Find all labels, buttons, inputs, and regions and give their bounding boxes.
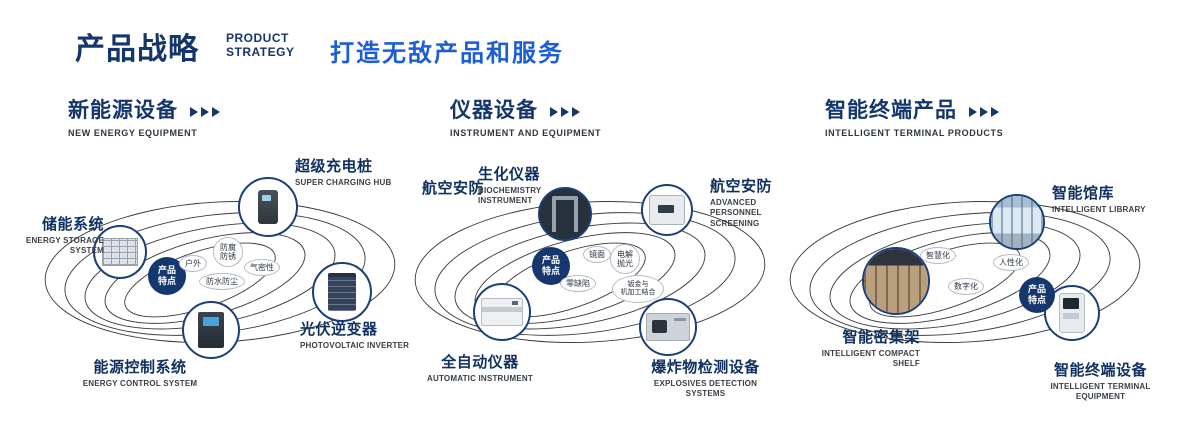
feature-tag: 气密性 — [244, 259, 280, 276]
product-label-super-charging-hub: 超级充电桩 SUPER CHARGING HUB — [295, 155, 405, 188]
section-header-new-energy: 新能源设备 NEW ENERGY EQUIPMENT — [68, 94, 220, 138]
section-title-text: 仪器设备 — [450, 99, 538, 122]
section-title: 智能终端产品 — [825, 94, 1003, 124]
page-subtitle-line2: STRATEGY — [226, 45, 295, 60]
product-name: 光伏逆变器 — [300, 321, 378, 338]
triple-chevron-icon — [187, 99, 220, 123]
orbit-rings-intelligent-terminal — [789, 201, 1141, 343]
product-name: 爆炸物检测设备 — [651, 359, 760, 376]
feature-tag: 防水防尘 — [199, 273, 245, 290]
product-name: 超级充电桩 — [295, 158, 373, 175]
product-name-en: ENERGY STORAGE SYSTEM — [25, 236, 104, 256]
product-name-en: INTELLIGENT TERMINAL EQUIPMENT — [1050, 382, 1151, 402]
product-node-energy-control — [182, 301, 240, 359]
section-subtitle: NEW ENERGY EQUIPMENT — [68, 128, 198, 138]
product-label-energy-storage: 储能系统 ENERGY STORAGE SYSTEM — [12, 213, 104, 257]
product-name-en: INTELLIGENT LIBRARY — [1052, 205, 1146, 214]
product-name: 智能终端设备 — [1053, 362, 1147, 379]
feature-tag: 数字化 — [948, 278, 984, 295]
product-label-intelligent-library: 智能馆库 INTELLIGENT LIBRARY — [1052, 182, 1162, 215]
product-node-automatic-instrument — [473, 283, 531, 341]
page-subtitle: PRODUCT STRATEGY — [226, 31, 294, 60]
explosives-detection-image — [646, 313, 690, 341]
section-header-intelligent-terminal: 智能终端产品 INTELLIGENT TERMINAL PRODUCTS — [825, 94, 1003, 138]
product-name: 能源控制系统 — [93, 359, 187, 376]
product-label-terminal-equipment: 智能终端设备 INTELLIGENT TERMINAL EQUIPMENT — [1028, 359, 1173, 403]
feature-badge: 产品 特点 — [1019, 277, 1055, 313]
product-label-personnel-screening: 航空安防 ADVANCED PERSONNEL SCREENING — [710, 175, 810, 229]
product-name: 智能密集架 — [842, 329, 920, 346]
product-label-automatic-instrument: 全自动仪器 AUTOMATIC INSTRUMENT — [425, 351, 535, 384]
product-name: 储能系统 — [41, 216, 104, 233]
section-subtitle: INSTRUMENT AND EQUIPMENT — [450, 128, 602, 138]
page-title: 产品战略 — [75, 33, 199, 66]
section-title: 新能源设备 — [68, 94, 220, 124]
product-node-explosives-detection — [639, 298, 697, 356]
product-node-energy-storage — [93, 225, 147, 279]
product-name-en: ENERGY CONTROL SYSTEM — [82, 379, 198, 388]
product-name: 生化仪器 — [478, 166, 541, 183]
section-title: 仪器设备 — [450, 94, 601, 124]
super-charging-hub-image — [258, 190, 278, 224]
feature-tag: 户外 — [179, 255, 207, 272]
automatic-instrument-image — [481, 298, 523, 326]
product-node-intelligent-library — [989, 194, 1045, 250]
product-node-personnel-screening — [641, 184, 693, 236]
product-name-en: INTELLIGENT COMPACT SHELF — [821, 349, 920, 369]
product-name: 航空安防 — [422, 180, 485, 197]
product-name-en: PHOTOVOLTAIC INVERTER — [300, 341, 410, 350]
product-name: 全自动仪器 — [441, 354, 519, 371]
product-name-en: SUPER CHARGING HUB — [295, 178, 392, 187]
product-label-explosives-detection: 爆炸物检测设备 EXPLOSIVES DETECTION SYSTEMS — [638, 356, 773, 400]
triple-chevron-icon — [966, 99, 999, 123]
security-gate-image — [552, 196, 578, 232]
intelligent-library-image — [991, 196, 1043, 248]
terminal-equipment-image — [1059, 293, 1085, 333]
pv-inverter-image — [328, 273, 356, 311]
product-node-compact-shelf — [862, 247, 930, 315]
product-name-en: BIOCHEMISTRY INSTRUMENT — [478, 186, 542, 206]
tagline: 打造无敌产品和服务 — [330, 40, 564, 67]
triple-chevron-icon — [547, 99, 580, 123]
product-label-aviation-security: 航空安防 — [422, 177, 492, 198]
feature-tag: 零缺陷 — [560, 275, 596, 292]
compact-shelf-image — [864, 249, 928, 313]
feature-tag: 钣金与 机加工结合 — [612, 275, 664, 303]
section-title-text: 智能终端产品 — [825, 99, 957, 122]
product-node-security-gate — [538, 187, 592, 241]
product-label-biochemistry: 生化仪器 BIOCHEMISTRY INSTRUMENT — [478, 163, 598, 207]
personnel-screening-image — [649, 195, 685, 225]
section-header-instrument: 仪器设备 INSTRUMENT AND EQUIPMENT — [450, 94, 601, 138]
page-subtitle-line1: PRODUCT — [226, 31, 289, 45]
feature-tag: 防腐 防锈 — [213, 237, 243, 267]
feature-tag: 智慧化 — [920, 247, 956, 264]
product-name-en: ADVANCED PERSONNEL SCREENING — [710, 198, 762, 228]
product-label-energy-control: 能源控制系统 ENERGY CONTROL SYSTEM — [80, 356, 200, 389]
feature-tag: 人性化 — [993, 254, 1029, 271]
product-label-pv-inverter: 光伏逆变器 PHOTOVOLTAIC INVERTER — [300, 318, 415, 351]
product-label-compact-shelf: 智能密集架 INTELLIGENT COMPACT SHELF — [820, 326, 920, 370]
product-name-en: EXPLOSIVES DETECTION SYSTEMS — [653, 379, 758, 399]
product-node-super-charging-hub — [238, 177, 298, 237]
product-name-en: AUTOMATIC INSTRUMENT — [427, 374, 533, 383]
energy-storage-image — [102, 238, 138, 266]
product-name: 航空安防 — [710, 178, 773, 195]
product-name: 智能馆库 — [1052, 185, 1115, 202]
feature-tag: 电解 抛光 — [610, 244, 640, 274]
product-node-pv-inverter — [312, 262, 372, 322]
energy-control-image — [198, 312, 224, 348]
section-title-text: 新能源设备 — [68, 99, 178, 122]
feature-tag: 镜面 — [583, 246, 611, 263]
section-subtitle: INTELLIGENT TERMINAL PRODUCTS — [825, 128, 1004, 138]
